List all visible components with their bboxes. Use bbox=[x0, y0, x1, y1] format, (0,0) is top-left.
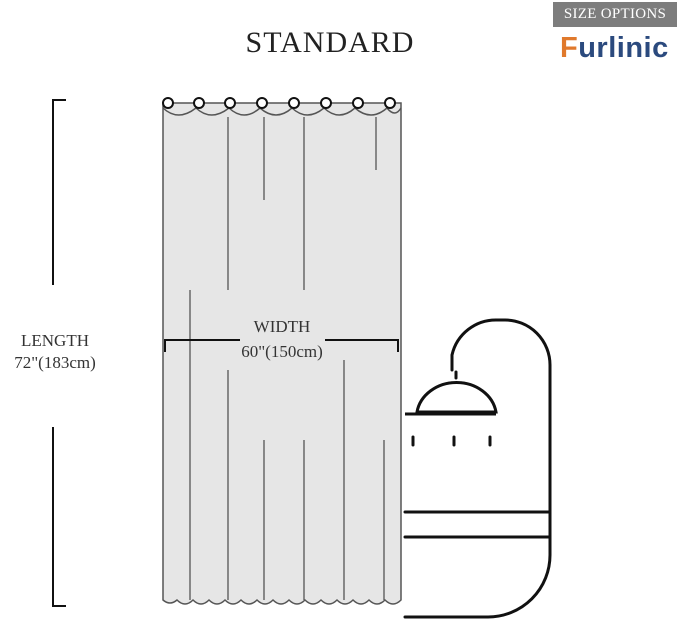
length-label: LENGTH bbox=[21, 331, 89, 350]
brand-logo: Furlinic bbox=[560, 30, 678, 66]
size-options-badge: SIZE OPTIONS bbox=[553, 2, 677, 27]
curtain bbox=[162, 97, 402, 605]
width-label: WIDTH bbox=[222, 317, 342, 337]
grommet bbox=[224, 97, 236, 109]
length-dimension: LENGTH 72"(183cm) bbox=[0, 330, 110, 374]
grommets bbox=[162, 97, 396, 109]
grommet bbox=[288, 97, 300, 109]
brand-name: urlinic bbox=[578, 32, 669, 64]
grommet bbox=[162, 97, 174, 109]
curtain-folds bbox=[189, 117, 385, 600]
page-title: STANDARD bbox=[245, 26, 415, 59]
grommet bbox=[256, 97, 268, 109]
brand-initial: F bbox=[560, 32, 579, 64]
length-value: 72"(183cm) bbox=[14, 353, 96, 372]
length-bracket bbox=[52, 99, 66, 607]
width-value: 60"(150cm) bbox=[241, 342, 323, 361]
grommet bbox=[320, 97, 332, 109]
grommet bbox=[384, 97, 396, 109]
width-bracket bbox=[164, 339, 399, 352]
grommet bbox=[193, 97, 205, 109]
grommet bbox=[352, 97, 364, 109]
bathtub-shower-icon bbox=[403, 318, 552, 619]
curtain-panel bbox=[162, 102, 402, 605]
